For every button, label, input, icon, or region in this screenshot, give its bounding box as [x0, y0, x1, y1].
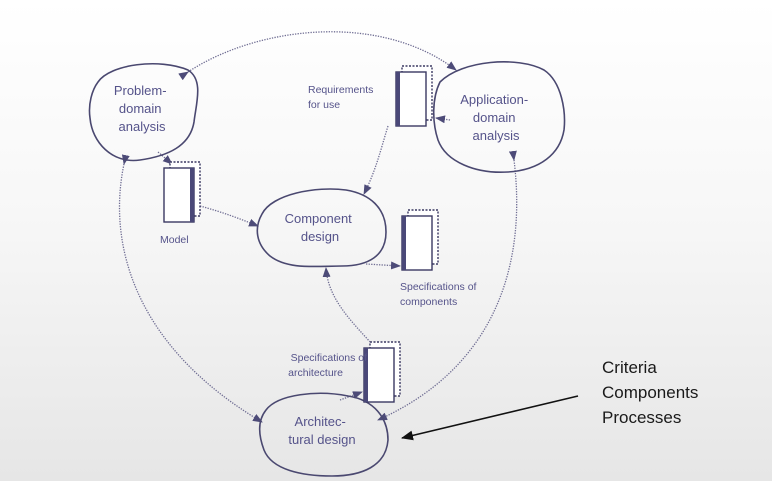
svg-text:Application- domain: Application- domain analysis	[460, 92, 532, 143]
document-requirements	[395, 65, 433, 127]
application-domain-line-1: Application-	[460, 92, 528, 107]
application-domain-line-3: analysis	[473, 128, 520, 143]
application-domain-line-2: domain	[473, 110, 516, 125]
spec-architecture-label: Specifications of architecture	[288, 352, 370, 379]
requirements-label-line-1: Requirements	[308, 84, 373, 96]
connector-architecture-component	[322, 267, 373, 345]
svg-text:Architec- tural design: Architec- tural design	[288, 414, 355, 447]
connector-application-requirements	[435, 115, 451, 124]
document-spec-architecture	[363, 341, 401, 403]
spec-components-label: Specifications of components	[400, 281, 479, 308]
node-architectural-design: Architec- tural design	[258, 392, 389, 477]
component-design-line-2: design	[301, 229, 339, 244]
node-application-domain: Application- domain analysis	[432, 61, 566, 173]
spec-components-label-line-1: Specifications of	[400, 281, 477, 293]
node-component-design: Component design	[256, 188, 387, 268]
spec-architecture-label-line-1: Specifications of	[291, 352, 368, 364]
connector-requirements-component	[363, 125, 389, 195]
side-list-item: Processes	[602, 408, 681, 427]
component-design-line-1: Component	[285, 211, 353, 226]
requirements-label-line-2: for use	[308, 99, 340, 111]
side-list: Criteria Components Processes	[602, 358, 703, 427]
problem-domain-line-2: domain	[119, 101, 162, 116]
architectural-design-line-2: tural design	[288, 432, 355, 447]
model-label-line-1: Model	[160, 234, 189, 246]
problem-domain-line-3: analysis	[119, 119, 166, 134]
model-label: Model	[160, 234, 189, 246]
side-list-item: Criteria	[602, 358, 657, 377]
connector-application-architectural	[377, 150, 518, 421]
connector-component-specs	[365, 261, 401, 270]
connector-model-component	[199, 205, 259, 227]
spec-components-label-line-2: components	[400, 296, 457, 308]
spec-architecture-label-line-2: architecture	[288, 367, 343, 379]
document-spec-components	[401, 209, 439, 271]
pointer-arrow	[401, 395, 579, 441]
connector-problem-architectural	[118, 154, 263, 423]
node-problem-domain: Problem- domain analysis	[88, 62, 199, 162]
connector-problem-application	[178, 31, 457, 81]
requirements-label: Requirements for use	[308, 84, 376, 111]
architectural-design-line-1: Architec-	[295, 414, 346, 429]
svg-text:Component design: Component design	[285, 211, 356, 244]
problem-domain-line-1: Problem-	[114, 83, 167, 98]
connector-problem-model	[157, 151, 173, 165]
svg-text:Problem- domain an: Problem- domain analysis	[114, 83, 170, 134]
document-model	[163, 161, 201, 223]
side-list-item: Components	[602, 383, 698, 402]
